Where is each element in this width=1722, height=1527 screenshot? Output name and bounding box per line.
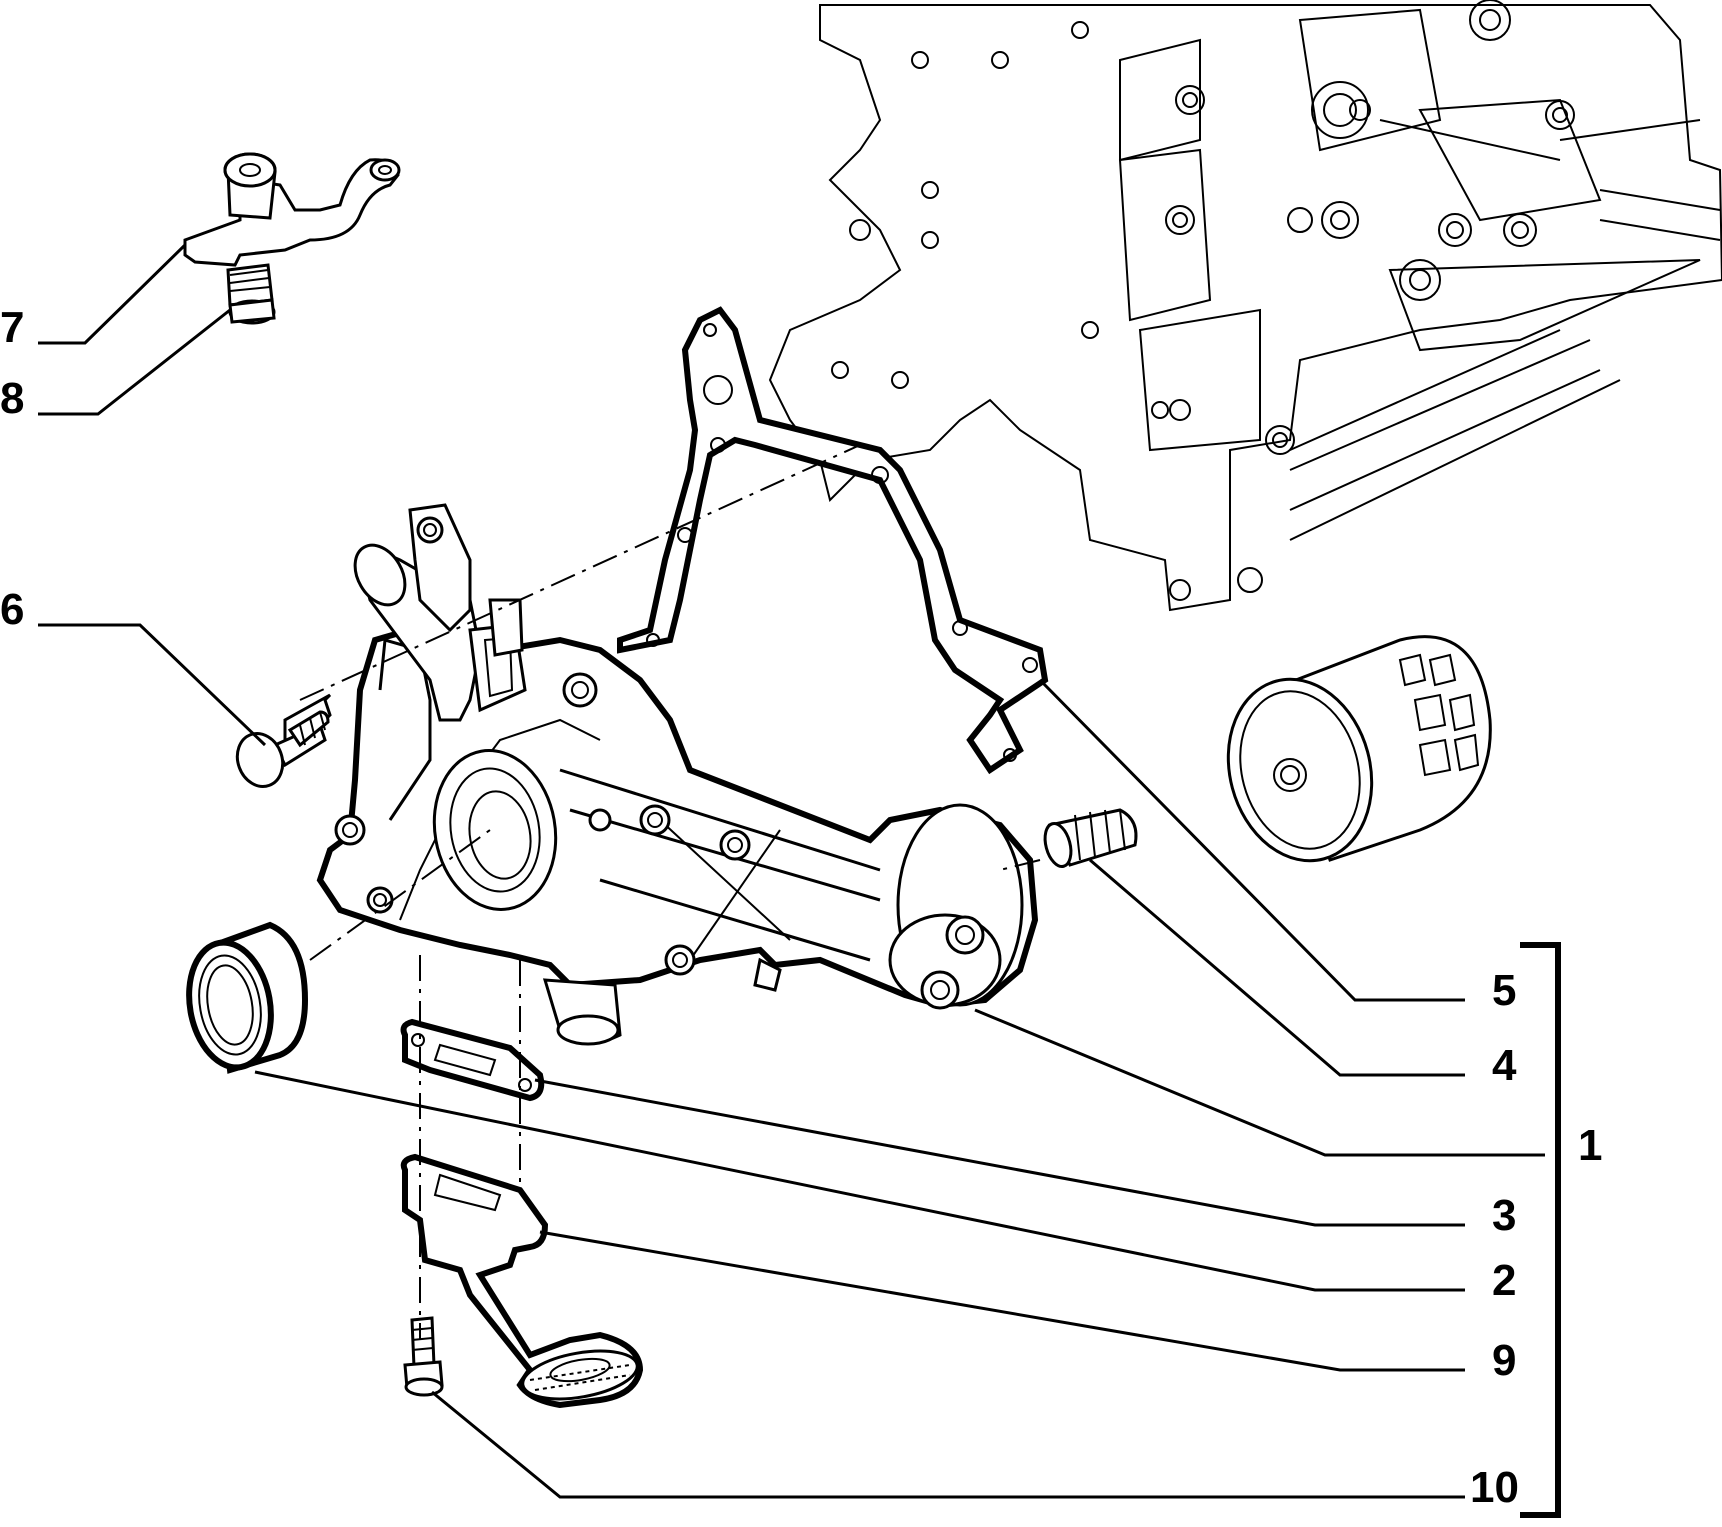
callout-2: 2 (1492, 1256, 1516, 1305)
engine-block (768, 0, 1722, 612)
assembly-axes (299, 444, 1041, 1340)
screw-part-10 (403, 1316, 444, 1397)
callout-6: 6 (0, 585, 24, 634)
callout-5: 5 (1492, 966, 1516, 1015)
callout-labels: 7 8 6 5 4 1 3 2 9 10 (0, 303, 1602, 1512)
callout-9: 9 (1492, 1336, 1516, 1385)
gasket-part-5 (617, 306, 1049, 775)
oil-pump-housing-part-1 (316, 503, 1039, 1046)
spring-part-4 (1043, 808, 1138, 868)
oil-strainer-part-9 (400, 1153, 644, 1409)
gasket-part-3 (400, 1018, 545, 1102)
callout-3: 3 (1492, 1191, 1516, 1240)
callout-10: 10 (1470, 1463, 1519, 1512)
pipe-part-7 (183, 152, 401, 267)
callout-7: 7 (0, 303, 24, 352)
oil-seal-part-2 (186, 921, 309, 1074)
callout-4: 4 (1492, 1041, 1517, 1090)
banjo-bolt-part-8 (226, 263, 276, 325)
callout-8: 8 (0, 374, 24, 423)
callout-1: 1 (1578, 1121, 1602, 1170)
oil-filter (1226, 635, 1492, 863)
leader-lines (38, 243, 1561, 1518)
bolt-part-6 (235, 693, 332, 788)
